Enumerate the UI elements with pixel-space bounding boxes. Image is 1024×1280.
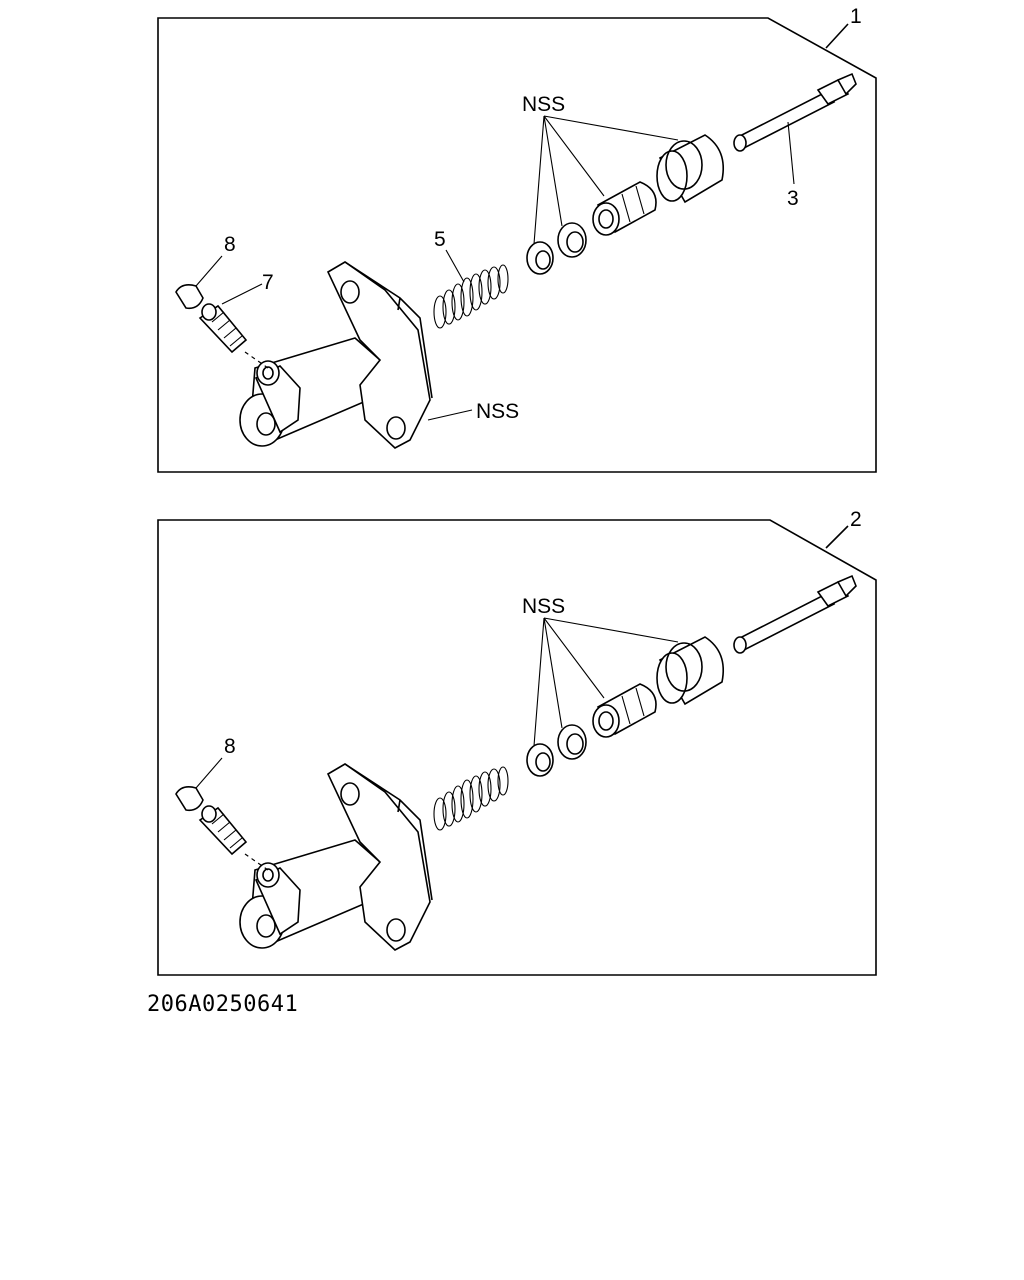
panel-1-nss-body-label: NSS [476,400,519,423]
panel-1-nss-top-label: NSS [522,93,565,116]
panel-1-slave-cylinder-parts [175,73,857,449]
panel-2-id-leader [825,525,849,549]
panel-1-nss-body-leader [427,409,473,421]
figure-code: 206A0250641 [147,992,298,1017]
panel-2-frame [157,519,877,976]
panel-1-bleeder-leader [221,283,263,305]
panel-1-rod-leader [787,121,795,185]
panel-2-cap-leader [195,757,223,789]
panel-1-id: 1 [850,5,862,28]
panel-1-spring-leader [445,249,465,283]
panel-1-spring-label: 5 [434,228,446,251]
panel-2-nss-top-leaders [533,617,679,747]
panel-1-bleeder-label: 7 [262,271,274,294]
panel-2-id: 2 [850,508,862,531]
panel-1-rod-label: 3 [787,187,799,210]
panel-2-cap-label: 8 [224,735,236,758]
panel-1-nss-top-leaders [533,115,679,245]
panel-2: 2 NSS 8 [157,508,877,976]
panel-1-id-leader [825,23,849,49]
panel-2-nss-top-label: NSS [522,595,565,618]
panel-1: 1 NSS 3 5 7 8 NSS [157,5,877,473]
panel-1-frame [157,17,877,473]
panel-1-cap-leader [195,255,223,287]
panel-2-slave-cylinder-parts [175,575,857,951]
panel-1-cap-label: 8 [224,233,236,256]
